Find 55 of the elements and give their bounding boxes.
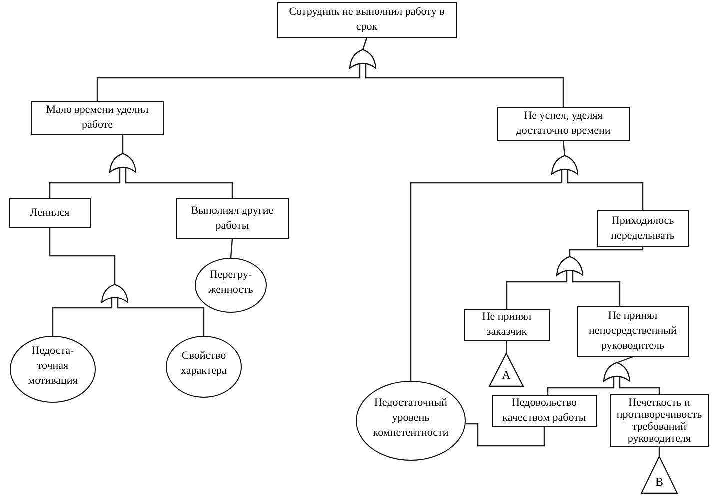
or-gate-icon (109, 153, 137, 173)
connector-line (49, 167, 121, 198)
connector-line (619, 376, 660, 394)
transfer-triangle (489, 353, 524, 387)
event-text: Недостаточный уровень компетентности (372, 396, 450, 440)
connector-line (52, 298, 113, 336)
event-box (277, 2, 457, 38)
connector-line (365, 63, 564, 107)
event-text: Сотрудник не выполнил работу в срок (288, 5, 446, 35)
connector-line (616, 356, 634, 364)
event-text: Не успел, уделяя достаточно времени (515, 109, 612, 139)
connector-line (362, 38, 368, 50)
event-text: Ленился (29, 206, 71, 220)
event-box (464, 309, 550, 341)
event-text: Мало времени уделил работе (45, 103, 150, 133)
connector-line (125, 167, 234, 198)
event-text: Недовольство качеством работы (502, 396, 588, 426)
or-gate-icon (603, 362, 631, 382)
connector-line (569, 247, 644, 257)
event-box (492, 395, 597, 427)
event-box (31, 101, 164, 135)
transfer-label: В (654, 476, 664, 489)
connector-line (572, 270, 621, 306)
or-gate-icon (551, 155, 579, 175)
connector-line (466, 423, 546, 447)
connector-line (49, 228, 116, 285)
event-text: Перегру- женность (208, 268, 254, 298)
transfer-triangle (641, 456, 678, 494)
event-box (610, 394, 709, 447)
event-text: Приходилось переделывать (610, 214, 676, 244)
event-text: Не принял непосредственный руководитель (588, 309, 678, 354)
event-box (176, 198, 289, 239)
connector-line (230, 238, 234, 258)
transfer-label: А (502, 369, 512, 382)
or-gate-icon (349, 49, 377, 69)
connector-line (567, 169, 644, 210)
event-text: Нечеткость и противоречивость требований руководителя (616, 396, 704, 444)
connector-line (410, 169, 563, 381)
event-box (577, 306, 689, 357)
connector-line (506, 270, 568, 309)
connector-line (547, 376, 615, 395)
event-text: Недоста- точная мотивация (27, 344, 79, 389)
connector-line (562, 140, 566, 156)
event-box (9, 198, 91, 228)
or-gate-icon (101, 284, 129, 303)
connector-line (506, 340, 508, 354)
event-text: Не принял заказчик (481, 310, 533, 340)
event-text: Свойство характера (180, 349, 228, 379)
event-text: Выполнял другие работы (190, 204, 275, 234)
connector-line (122, 135, 124, 154)
event-box (497, 107, 630, 141)
connector-line (96, 63, 361, 101)
connector-line (117, 298, 205, 336)
event-box (597, 210, 689, 247)
or-gate-icon (556, 256, 584, 276)
